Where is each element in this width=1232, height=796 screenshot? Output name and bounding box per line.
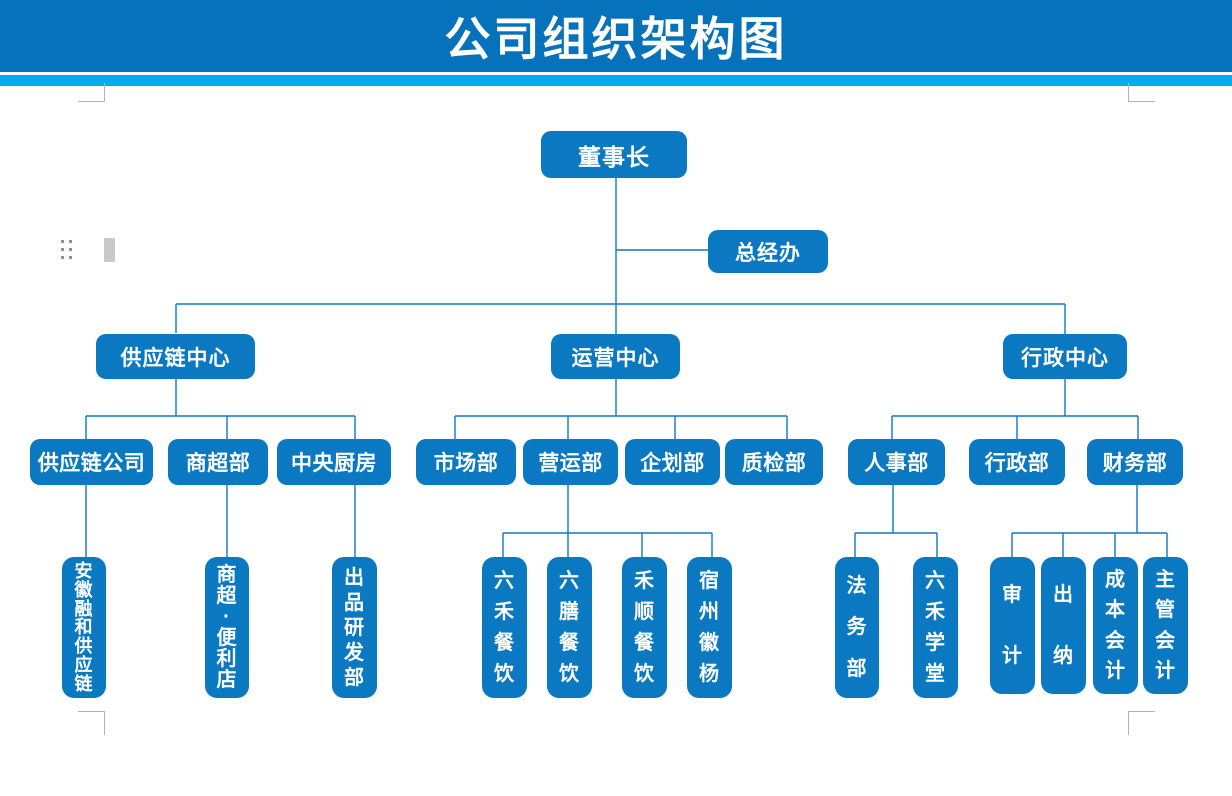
node-chief-accounting[interactable]: 主管会计 bbox=[1143, 557, 1188, 694]
vertical-label: 出品研发部 bbox=[344, 566, 365, 689]
node-hr-dept[interactable]: 人事部 bbox=[848, 439, 945, 485]
node-operations-center[interactable]: 运营中心 bbox=[551, 334, 680, 379]
text-boundary-mark-top-right bbox=[1128, 83, 1155, 102]
node-marketing-dept[interactable]: 市场部 bbox=[416, 439, 516, 485]
node-anhui-ronghe-supply-chain[interactable]: 安徽融和供应链 bbox=[62, 557, 106, 698]
text-boundary-mark-bottom-left bbox=[78, 711, 105, 735]
vertical-label: 法务部 bbox=[846, 574, 868, 681]
node-liushan-catering[interactable]: 六膳餐饮 bbox=[547, 557, 592, 698]
node-chairman[interactable]: 董事长 bbox=[541, 131, 687, 178]
vertical-label: 商超·便利店 bbox=[216, 564, 238, 691]
vertical-label: 出纳 bbox=[1053, 584, 1074, 667]
node-supply-chain-center[interactable]: 供应链中心 bbox=[96, 334, 255, 379]
vertical-label: 六禾学堂 bbox=[925, 569, 946, 686]
object-anchor-bar bbox=[104, 238, 115, 262]
node-cashier[interactable]: 出纳 bbox=[1041, 557, 1086, 694]
node-gm-office[interactable]: 总经办 bbox=[708, 230, 828, 273]
vertical-label: 六禾餐饮 bbox=[494, 569, 515, 686]
node-cost-accounting[interactable]: 成本会计 bbox=[1093, 557, 1138, 694]
node-suzhou-huiyang[interactable]: 宿州徽杨 bbox=[687, 557, 732, 698]
node-legal-dept[interactable]: 法务部 bbox=[835, 557, 879, 698]
node-audit[interactable]: 审计 bbox=[990, 557, 1035, 694]
node-quality-inspection-dept[interactable]: 质检部 bbox=[725, 439, 823, 485]
node-planning-dept[interactable]: 企划部 bbox=[625, 439, 720, 485]
node-admin-dept[interactable]: 行政部 bbox=[969, 439, 1065, 485]
node-supermarket-dept[interactable]: 商超部 bbox=[168, 439, 268, 485]
vertical-label: 宿州徽杨 bbox=[699, 569, 720, 686]
vertical-label: 成本会计 bbox=[1105, 569, 1126, 682]
vertical-label: 审计 bbox=[1002, 584, 1023, 667]
node-supply-chain-company[interactable]: 供应链公司 bbox=[30, 439, 153, 485]
drag-handle-icon[interactable] bbox=[61, 240, 73, 260]
node-admin-center[interactable]: 行政中心 bbox=[1003, 334, 1127, 379]
node-product-rd-dept[interactable]: 出品研发部 bbox=[332, 557, 377, 698]
node-central-kitchen[interactable]: 中央厨房 bbox=[277, 439, 391, 485]
page-title: 公司组织架构图 bbox=[444, 13, 788, 65]
node-liuhe-academy[interactable]: 六禾学堂 bbox=[913, 557, 958, 698]
vertical-label: 禾顺餐饮 bbox=[634, 569, 655, 686]
page-header: 公司组织架构图 bbox=[0, 0, 1232, 72]
vertical-label: 安徽融和供应链 bbox=[74, 561, 94, 694]
node-supermarket-convenience-store[interactable]: 商超·便利店 bbox=[205, 557, 249, 698]
vertical-label: 主管会计 bbox=[1155, 569, 1176, 682]
node-finance-dept[interactable]: 财务部 bbox=[1087, 439, 1183, 485]
node-heshun-catering[interactable]: 禾顺餐饮 bbox=[622, 557, 667, 698]
text-boundary-mark-top-left bbox=[78, 83, 105, 102]
node-liuhe-catering[interactable]: 六禾餐饮 bbox=[482, 557, 527, 698]
vertical-label: 六膳餐饮 bbox=[559, 569, 580, 686]
text-boundary-mark-bottom-right bbox=[1128, 711, 1155, 735]
accent-strip bbox=[0, 75, 1232, 86]
node-operations-dept[interactable]: 营运部 bbox=[523, 439, 618, 485]
